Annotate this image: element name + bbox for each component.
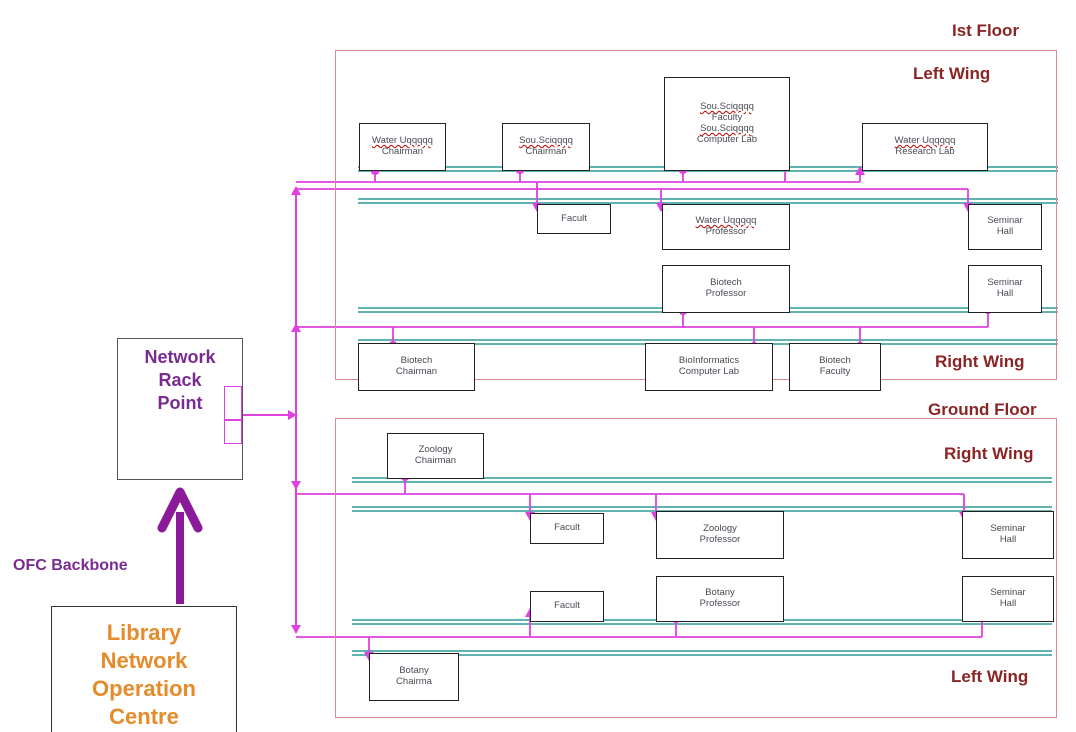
rack-port-top (224, 386, 242, 420)
first-floor-label: Ist Floor (952, 21, 1020, 40)
network-rack-line-3: Point (157, 393, 203, 413)
ofc-backbone-label: OFC Backbone (13, 557, 128, 574)
library-line-2: Network (100, 648, 188, 673)
rack-feed-arrow (288, 410, 297, 420)
network-rack-line-2: Rack (158, 370, 202, 390)
riser-arrow-bottom (291, 625, 301, 634)
library-line-4: Centre (109, 704, 179, 729)
riser-arrow-top (291, 186, 301, 195)
library-network-operation-centre: Library Network Operation Centre (51, 606, 237, 732)
rack-port-bottom (224, 420, 242, 444)
room-facult-2: Facult (530, 513, 604, 544)
ofc-backbone-arrowhead (157, 487, 203, 533)
library-line-1: Library (106, 620, 182, 645)
room-facult-3: Facult (530, 591, 604, 622)
ground-floor-right-wing-label: Right Wing (944, 444, 1034, 463)
ground-floor-frame (335, 418, 1057, 718)
ground-floor-label: Ground Floor (928, 400, 1037, 419)
drop-arrow-water-research (855, 166, 865, 175)
first-floor-right-wing-label: Right Wing (935, 352, 1025, 371)
room-facult-1: Facult (537, 204, 611, 234)
network-rack-point: Network Rack Point (117, 338, 243, 480)
riser-arrow-low (291, 481, 301, 490)
ground-floor-left-wing-label: Left Wing (951, 667, 1029, 686)
library-line-3: Operation (92, 676, 196, 701)
network-rack-line-1: Network (144, 347, 216, 367)
first-floor-left-wing-label: Left Wing (913, 64, 991, 83)
